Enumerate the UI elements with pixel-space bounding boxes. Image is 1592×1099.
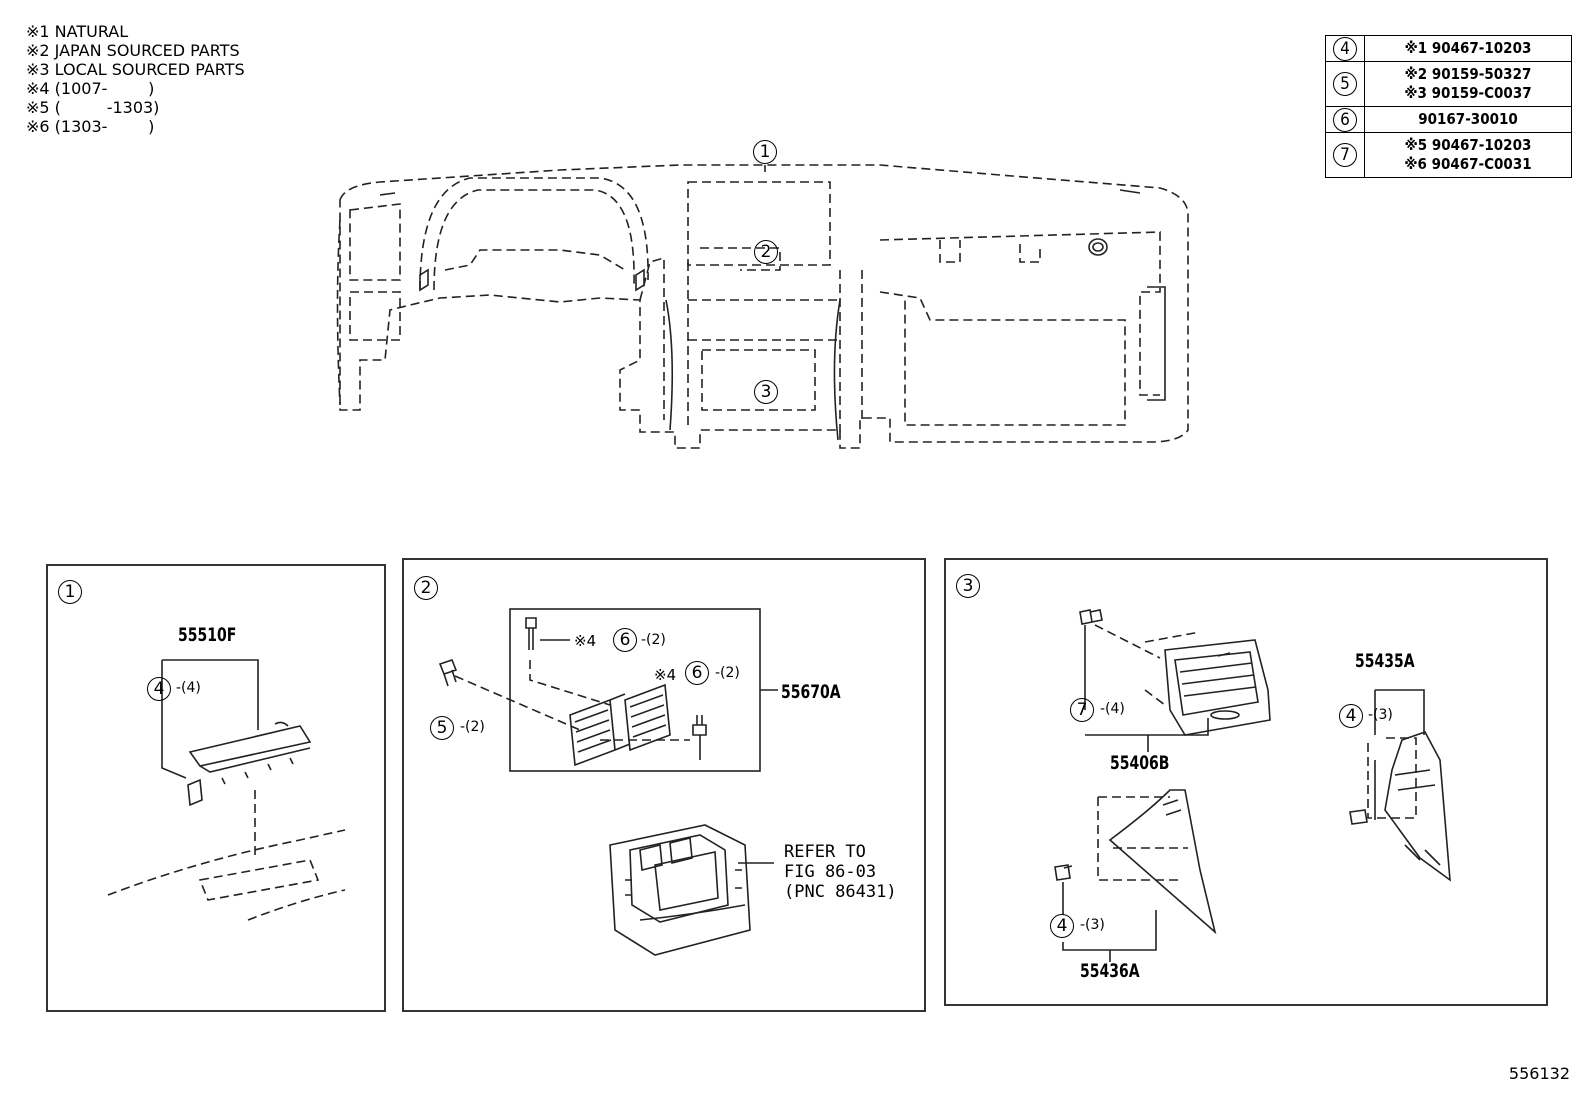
panel3-vent-unit xyxy=(1164,639,1271,736)
detail-panel-1 xyxy=(46,564,386,1012)
note-4: ※4 (1007- ) xyxy=(26,79,155,98)
panel3-right-clip-number: 4 xyxy=(1339,704,1363,728)
legend-number: 4 xyxy=(1333,36,1357,61)
dashboard-outline xyxy=(336,164,1189,449)
refer-line-1: REFER TO xyxy=(784,842,866,862)
overview-callout-2: 2 xyxy=(754,240,778,264)
legend-row: 7 ※5 90467-10203※6 90467-C0031 xyxy=(1325,132,1572,178)
legend-part: ※1 90467-10203 xyxy=(1404,39,1532,57)
panel2-vents xyxy=(569,683,671,767)
panel3-left-clip xyxy=(1054,864,1073,881)
note-2: ※2 JAPAN SOURCED PARTS xyxy=(26,41,240,60)
panel2-screw-b-qty: -(2) xyxy=(715,665,740,681)
dashboard-solid-details xyxy=(379,189,1166,441)
overview-callout-1: 1 xyxy=(753,140,777,164)
panel3-vent-part-number: 55406B xyxy=(1110,752,1170,774)
panel3-vent-leaders xyxy=(1084,625,1209,752)
panel2-screws xyxy=(438,617,707,760)
note-6: ※6 (1303- ) xyxy=(26,117,155,136)
panel2-screw-b-note: ※4 xyxy=(654,666,677,684)
panel2-title: 2 xyxy=(414,576,438,600)
panel3-vent-clip xyxy=(1079,609,1103,625)
panel3-right-clip-qty: -(3) xyxy=(1368,707,1393,723)
detail-panel-2 xyxy=(402,558,926,1012)
panel2-screw-c-number: 5 xyxy=(430,716,454,740)
legend-row: 4 ※1 90467-10203 xyxy=(1325,35,1572,62)
legend-part: ※3 90159-C0037 xyxy=(1404,84,1532,102)
panel3-left-trim xyxy=(1108,789,1217,935)
legend-number: 7 xyxy=(1333,143,1357,167)
panel2-audio-unit xyxy=(609,824,751,956)
note-5: ※5 ( -1303) xyxy=(26,98,160,117)
panel3-left-clip-number: 4 xyxy=(1050,914,1074,938)
panel2-screw-a-number: 6 xyxy=(613,628,637,652)
panel1-dash-section xyxy=(107,790,346,921)
panel2-screw-b-number: 6 xyxy=(685,661,709,685)
panel2-screw-a-note: ※4 xyxy=(574,632,597,650)
legend-part: ※6 90467-C0031 xyxy=(1404,155,1532,173)
panel2-screw-c-qty: -(2) xyxy=(460,719,485,735)
legend-part: ※5 90467-10203 xyxy=(1404,136,1532,154)
legend-part: ※2 90159-50327 xyxy=(1404,65,1532,83)
panel3-vent-clip-number: 7 xyxy=(1070,698,1094,722)
refer-line-3: (PNC 86431) xyxy=(784,882,897,902)
panel3-title: 3 xyxy=(956,574,980,598)
panel1-title: 1 xyxy=(58,580,82,604)
notes-list: ※1 NATURAL ※2 JAPAN SOURCED PARTS ※3 LOC… xyxy=(26,22,245,136)
panel3-vent-dashes xyxy=(1094,624,1201,706)
panel2-screw-a-qty: -(2) xyxy=(641,632,666,648)
panel2-vent-dashes xyxy=(454,660,690,741)
overview-callout-3: 3 xyxy=(754,380,778,404)
legend-part: 90167-30010 xyxy=(1418,110,1518,128)
panel3-right-trim xyxy=(1384,731,1451,882)
panel3-left-dashes xyxy=(1097,796,1188,881)
legend-row: 5 ※2 90159-50327※3 90159-C0037 xyxy=(1325,61,1572,107)
panel3-left-clip-qty: -(3) xyxy=(1080,917,1105,933)
panel1-cover-part xyxy=(187,721,312,807)
panel1-part-number: 55510F xyxy=(178,624,237,646)
refer-line-2: FIG 86-03 xyxy=(784,862,877,882)
panel3-left-part-number: 55436A xyxy=(1080,960,1140,982)
panel1-screw-qty: -(4) xyxy=(176,680,201,696)
panel3-vent-clip-qty: -(4) xyxy=(1100,701,1125,717)
panel2-part-number: 55670A xyxy=(781,681,841,703)
note-3: ※3 LOCAL SOURCED PARTS xyxy=(26,60,245,79)
figure-id: 556132 xyxy=(1508,1064,1570,1083)
note-1: ※1 NATURAL xyxy=(26,22,129,41)
panel3-right-leaders xyxy=(1349,689,1425,825)
panel3-right-dashes xyxy=(1367,737,1417,819)
panel3-left-leaders xyxy=(1062,882,1157,962)
panel3-right-part-number: 55435A xyxy=(1355,650,1415,672)
panel2-leaders xyxy=(540,639,778,864)
panel1-screw-number: 4 xyxy=(147,677,171,701)
legend-number: 5 xyxy=(1333,72,1357,96)
detail-panel-3 xyxy=(944,558,1548,1006)
fastener-legend-table: 4 ※1 90467-10203 5 ※2 90159-50327※3 9015… xyxy=(1325,35,1572,178)
legend-number: 6 xyxy=(1333,107,1357,132)
